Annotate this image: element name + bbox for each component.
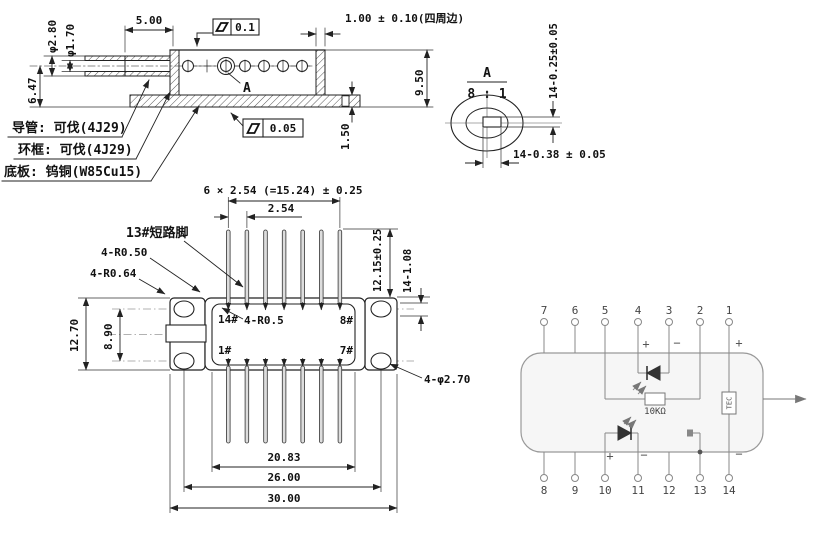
- flatness-icon: [246, 123, 261, 134]
- schematic-pin-13: 13: [693, 484, 706, 497]
- schematic-pin-5: 5: [602, 304, 609, 317]
- schematic-pin-9: 9: [572, 484, 579, 497]
- schematic-body: [520, 352, 764, 453]
- mounting-holes: [173, 300, 392, 370]
- dim-cavity-width: 20.83: [267, 451, 300, 464]
- dim-pin-width: 14-1.08: [402, 249, 414, 293]
- flatness-top-value: 0.1: [235, 21, 255, 34]
- ld-plus-sign: +: [606, 449, 613, 463]
- wall-thickness-dim: 1.00 ± 0.10(四周边): [300, 11, 464, 47]
- pins-top: [226, 229, 343, 305]
- schematic-pin-2: 2: [697, 304, 704, 317]
- note-tube: 导管: 可伐(4J29): [12, 120, 127, 136]
- base-plate: [129, 94, 361, 108]
- schematic-pin-7: 7: [541, 304, 548, 317]
- body-right-wall: [315, 49, 326, 96]
- short-pin-leader: [183, 240, 244, 288]
- schematic-pin-3: 3: [666, 304, 673, 317]
- pins-bottom: [226, 365, 343, 444]
- case-ground-icon: [687, 429, 703, 455]
- label-short-pin: 13#短路脚: [126, 225, 188, 241]
- base-plate-notch: [341, 95, 350, 107]
- dim-snout: 5.00: [136, 14, 163, 27]
- body-left-wall: [169, 49, 180, 96]
- pd-plus-sign: +: [642, 337, 649, 351]
- detail-a-leader: [227, 72, 241, 84]
- detail-a-view: A 8 : 1 14-0.25±0.05 14-0.38 ± 0.05: [445, 23, 606, 168]
- flatness-callout-bottom: 0.05: [230, 112, 304, 138]
- snout-top-wall: [84, 55, 171, 61]
- dim-pitch: 2.54: [268, 202, 295, 215]
- side-view: A 5.00 0.1 1.00 ± 0.10(四周边) φ2.80: [1, 11, 464, 182]
- schematic: 7 6 5 4 3 2 1 8 9 10 11 12 13 14 + − 10K…: [520, 304, 807, 497]
- detail-title: A: [483, 66, 491, 81]
- schematic-top-pins: [540, 318, 733, 475]
- schematic-pin-1: 1: [726, 304, 733, 317]
- dim-height: 12.70: [68, 319, 81, 352]
- schematic-pin-11: 11: [631, 484, 644, 497]
- photodiode-icon: [632, 365, 669, 395]
- dim-height-total: 9.50: [413, 70, 426, 97]
- pin-label-8: 8#: [340, 314, 354, 327]
- thermistor-icon: [605, 392, 700, 406]
- tec-icon: [721, 391, 737, 415]
- pin-label-14: 14#: [218, 313, 238, 326]
- tec-minus-sign: −: [735, 447, 742, 461]
- flatness-callout-top: 0.1: [193, 18, 260, 47]
- detail-a-marker: A: [243, 81, 251, 96]
- dim-pitch-total: 6 × 2.54 (=15.24) ± 0.25: [204, 184, 363, 197]
- label-r-cavity: 4-R0.5: [244, 314, 284, 327]
- dim-wall: 1.00 ± 0.10(四周边): [345, 11, 464, 25]
- schematic-pin-6: 6: [572, 304, 579, 317]
- schematic-pin-10: 10: [598, 484, 611, 497]
- tec-label: TEC: [726, 397, 734, 410]
- dim-height-front: 6.47: [26, 78, 39, 105]
- material-notes: 导管: 可伐(4J29) 环框: 可伐(4J29) 底板: 钨铜(W85Cu15…: [1, 79, 200, 182]
- top-view: 14# 8# 1# 7# 4-R0.5 6 × 2.54 (=15.24) ± …: [68, 184, 470, 513]
- dim-pin-thickness: 14-0.25±0.05: [548, 23, 560, 99]
- pin-cross-section: [482, 116, 502, 128]
- schematic-bottom-pins: [540, 433, 733, 482]
- schematic-pin-8: 8: [541, 484, 548, 497]
- note-ring: 环框: 可伐(4J29): [18, 142, 133, 158]
- snout-tab: [165, 324, 207, 343]
- dim-pin-length: 12.15±0.25: [372, 229, 384, 292]
- schematic-pin-12: 12: [662, 484, 675, 497]
- flatness-icon: [214, 22, 230, 32]
- label-r-flange: 4-R0.64: [90, 267, 137, 280]
- pin-label-1: 1#: [218, 344, 232, 357]
- schematic-pin-4: 4: [635, 304, 642, 317]
- thermistor-value: 10KΩ: [644, 407, 666, 417]
- dim-phi-inner: φ1.70: [64, 24, 77, 57]
- ld-minus-sign: −: [640, 448, 647, 462]
- pd-minus-sign: −: [673, 336, 680, 350]
- dim-phi-outer: φ2.80: [46, 20, 59, 53]
- label-hole-dia: 4-φ2.70: [424, 373, 470, 386]
- dim-total-width: 30.00: [267, 492, 300, 505]
- note-base: 底板: 钨铜(W85Cu15): [4, 164, 142, 180]
- label-r-body: 4-R0.50: [101, 246, 147, 259]
- flatness-bottom-value: 0.05: [270, 122, 297, 135]
- feedthrough-holes: [181, 57, 311, 75]
- dim-hole-span: 8.90: [102, 324, 115, 351]
- pin-end-arrows: [225, 302, 343, 367]
- laser-diode-icon: [605, 416, 638, 441]
- snout-bottom-wall: [84, 71, 171, 77]
- schematic-pin-14: 14: [722, 484, 736, 497]
- dim-hole-width: 26.00: [267, 471, 300, 484]
- tec-plus-sign: +: [735, 336, 742, 350]
- dim-pin-width-detail: 14-0.38 ± 0.05: [513, 148, 606, 161]
- dim-base-thickness: 1.50: [339, 124, 352, 151]
- pin-label-7: 7#: [340, 344, 354, 357]
